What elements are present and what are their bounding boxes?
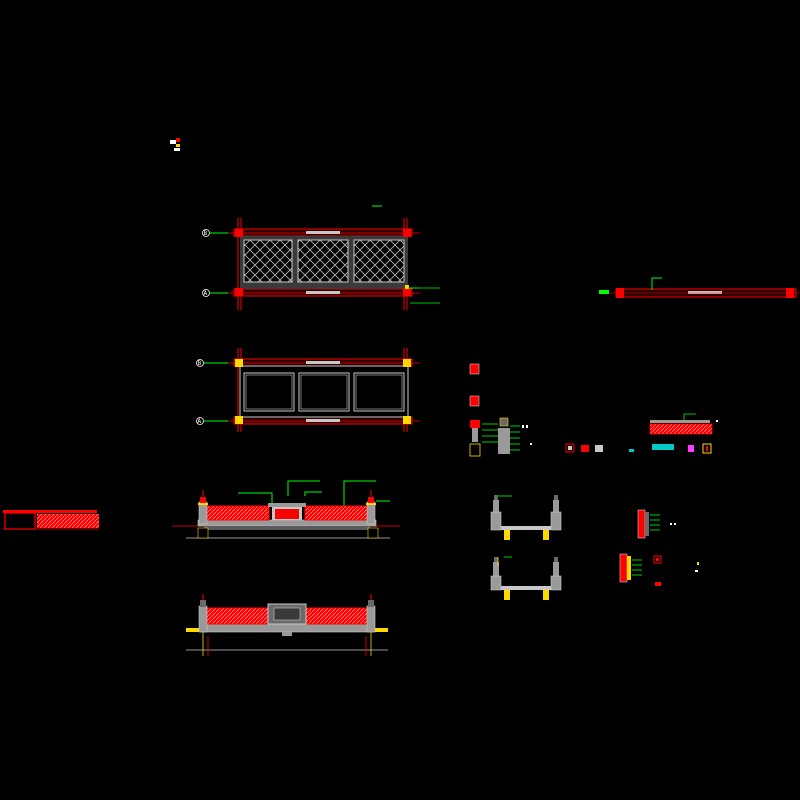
axis-label-a-2: A — [198, 418, 202, 425]
rear-elevation — [186, 594, 388, 656]
detail-cluster — [469, 363, 718, 457]
axis-label-a: A — [204, 290, 208, 297]
title-legend-mark — [170, 138, 180, 151]
axis-label-b-2: B — [198, 360, 202, 367]
side-section-2 — [490, 556, 562, 600]
wall-detail-left — [3, 510, 99, 530]
section-detail-right — [619, 509, 699, 586]
side-section-1 — [490, 495, 562, 540]
axis-label-b: B — [204, 230, 208, 237]
floor-plan-lattice: B A — [202, 205, 440, 310]
ceiling-plan-panels: B A — [196, 348, 420, 432]
front-elevation — [172, 480, 400, 539]
side-plan-strip — [599, 277, 800, 298]
